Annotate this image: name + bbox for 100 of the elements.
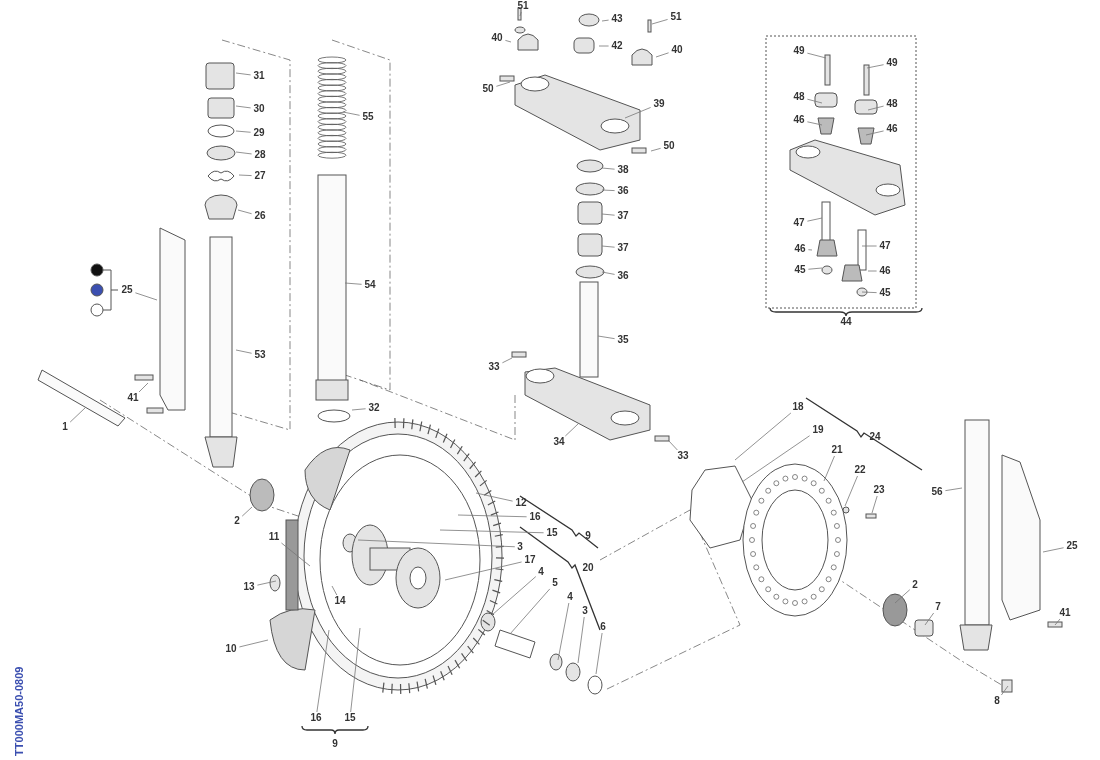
callout-number: 46	[879, 265, 891, 277]
leader-line	[344, 282, 362, 285]
callout-number: 15	[546, 527, 558, 539]
leader-line	[457, 514, 527, 518]
callout-number: 17	[524, 554, 536, 566]
leader-line	[861, 291, 877, 294]
leader-line	[357, 539, 516, 548]
callout-number: 40	[491, 32, 503, 44]
callout-number: 24	[869, 431, 881, 443]
callout-number: 8	[994, 695, 1000, 707]
leader-line	[1001, 685, 1009, 696]
callout-number: 39	[653, 98, 665, 110]
leader-line	[601, 167, 615, 170]
leader-line	[351, 408, 366, 411]
callout-number: 2	[234, 515, 240, 527]
callout-number: 12	[515, 497, 527, 509]
callout-number: 40	[671, 44, 683, 56]
callout-number: 33	[488, 361, 500, 373]
leader-line	[601, 19, 609, 22]
leader-line	[235, 349, 252, 354]
callout-number: 23	[873, 484, 885, 496]
callout-number: 3	[582, 605, 588, 617]
callout-number: 1	[62, 421, 68, 433]
leader-line	[439, 529, 544, 534]
leader-line	[502, 357, 513, 364]
leader-line	[861, 245, 877, 247]
leader-line	[238, 174, 252, 176]
leader-line	[557, 602, 570, 661]
callout-number: 13	[243, 581, 255, 593]
leader-line	[601, 271, 615, 275]
leader-line	[475, 492, 513, 502]
callout-number: 36	[617, 270, 629, 282]
leader-line	[741, 435, 810, 483]
leader-line	[844, 475, 858, 507]
leader-line	[808, 249, 813, 251]
callout-number: 20	[582, 562, 594, 574]
callout-number: 47	[879, 240, 891, 252]
callout-number: 46	[794, 243, 806, 255]
callout-number: 25	[1066, 540, 1078, 552]
leader-line	[505, 40, 512, 43]
callout-number: 49	[793, 45, 805, 57]
callout-number: 28	[254, 149, 266, 161]
callout-number: 41	[127, 392, 139, 404]
callout-number: 54	[364, 279, 376, 291]
callout-number: 2	[912, 579, 918, 591]
callout-number: 7	[935, 601, 941, 613]
callout-number: 50	[482, 83, 494, 95]
callout-number: 48	[793, 91, 805, 103]
leader-line	[135, 292, 158, 301]
callout-number: 51	[670, 11, 682, 23]
leader-line	[601, 245, 615, 248]
leader-line	[239, 639, 269, 648]
leader-line	[577, 616, 585, 664]
callout-number: 9	[332, 738, 338, 750]
callout-number: 32	[368, 402, 380, 414]
leader-line	[865, 130, 884, 136]
leader-line	[650, 147, 661, 152]
leader-line	[598, 45, 609, 47]
leader-line	[871, 495, 878, 514]
leader-line	[867, 105, 884, 111]
callout-number: 46	[886, 123, 898, 135]
callout-number: 18	[792, 401, 804, 413]
leader-line	[924, 612, 935, 626]
leader-line	[69, 407, 86, 423]
callout-number: 47	[793, 217, 805, 229]
callout-number: 38	[617, 164, 629, 176]
callout-number: 3	[517, 541, 523, 553]
callout-number: 9	[585, 530, 591, 542]
leader-line	[808, 267, 823, 270]
callout-number: 53	[254, 349, 266, 361]
callout-number: 16	[310, 712, 322, 724]
leader-line	[734, 412, 792, 461]
leader-line	[235, 105, 251, 109]
callout-number: 16	[529, 511, 541, 523]
callout-number: 15	[344, 712, 356, 724]
callout-number: 45	[879, 287, 891, 299]
callout-number: 25	[121, 284, 133, 296]
leader-line	[519, 11, 522, 17]
callout-number: 26	[254, 210, 266, 222]
leader-line	[807, 217, 823, 222]
leader-line	[624, 107, 651, 119]
leader-line	[237, 209, 252, 215]
leader-line	[281, 542, 311, 567]
callout-number: 37	[617, 242, 629, 254]
leader-line	[601, 189, 615, 191]
leader-line	[823, 455, 835, 482]
leader-line	[235, 72, 251, 76]
leader-line	[866, 64, 884, 69]
callout-number: 33	[677, 450, 689, 462]
leader-line	[241, 506, 253, 517]
callout-number: 42	[611, 40, 623, 52]
callout-number: 51	[517, 0, 529, 12]
callout-number: 30	[253, 103, 265, 115]
leader-line	[595, 632, 603, 675]
leader-line	[564, 423, 579, 437]
leader-line	[1054, 618, 1061, 626]
callout-number: 36	[617, 185, 629, 197]
leader-line	[601, 213, 615, 216]
callout-number: 49	[886, 57, 898, 69]
leader-line	[496, 81, 511, 87]
